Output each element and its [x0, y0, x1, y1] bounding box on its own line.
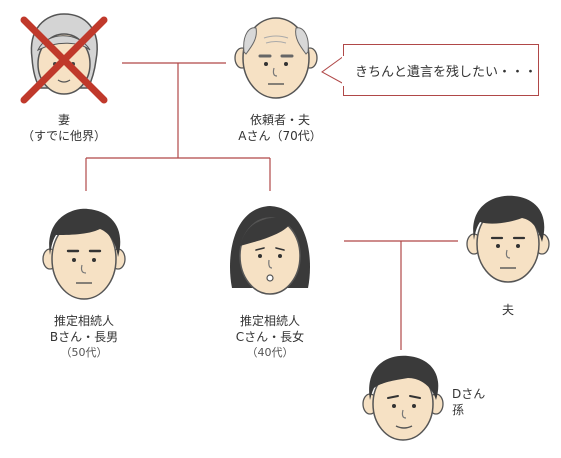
client-name: 依頼者・夫 — [249, 113, 310, 127]
son-role: 推定相続人 — [53, 314, 114, 328]
grandchild-relation: 孫 — [452, 403, 465, 417]
wife-name: 妻 — [57, 113, 70, 127]
daughter-name: Cさん・長女 — [235, 330, 305, 344]
wife-label: 妻 （すでに他界） — [6, 112, 122, 144]
speech-tail — [321, 55, 345, 85]
daughter-label: 推定相続人 Cさん・長女 （40代） — [216, 313, 324, 361]
son-face-icon — [42, 208, 126, 300]
husband-name: 夫 — [501, 303, 514, 317]
daughter-age: （40代） — [246, 346, 294, 359]
speech-bubble — [343, 44, 539, 96]
speech-tail-cover — [342, 56, 348, 86]
son-label: 推定相続人 Bさん・長男 （50代） — [30, 313, 138, 361]
wife-face-icon — [20, 13, 108, 104]
grandchild-name: Dさん — [452, 387, 486, 401]
wife-note: （すでに他界） — [21, 129, 107, 143]
husband-face-icon — [466, 195, 550, 283]
son-age: （50代） — [60, 346, 108, 359]
speech-text: きちんと遺言を残したい・・・ — [355, 65, 538, 80]
daughter-role: 推定相続人 — [239, 314, 300, 328]
daughter-face-icon — [229, 206, 311, 295]
son-name: Bさん・長男 — [49, 330, 119, 344]
client-label: 依頼者・夫 Aさん（70代） — [232, 112, 328, 144]
husband-label: 夫 — [488, 302, 528, 318]
grandchild-face-icon — [362, 355, 444, 441]
client-face-icon — [234, 17, 318, 99]
grandchild-label: Dさん 孫 — [452, 386, 492, 418]
client-note: Aさん（70代） — [238, 129, 322, 143]
